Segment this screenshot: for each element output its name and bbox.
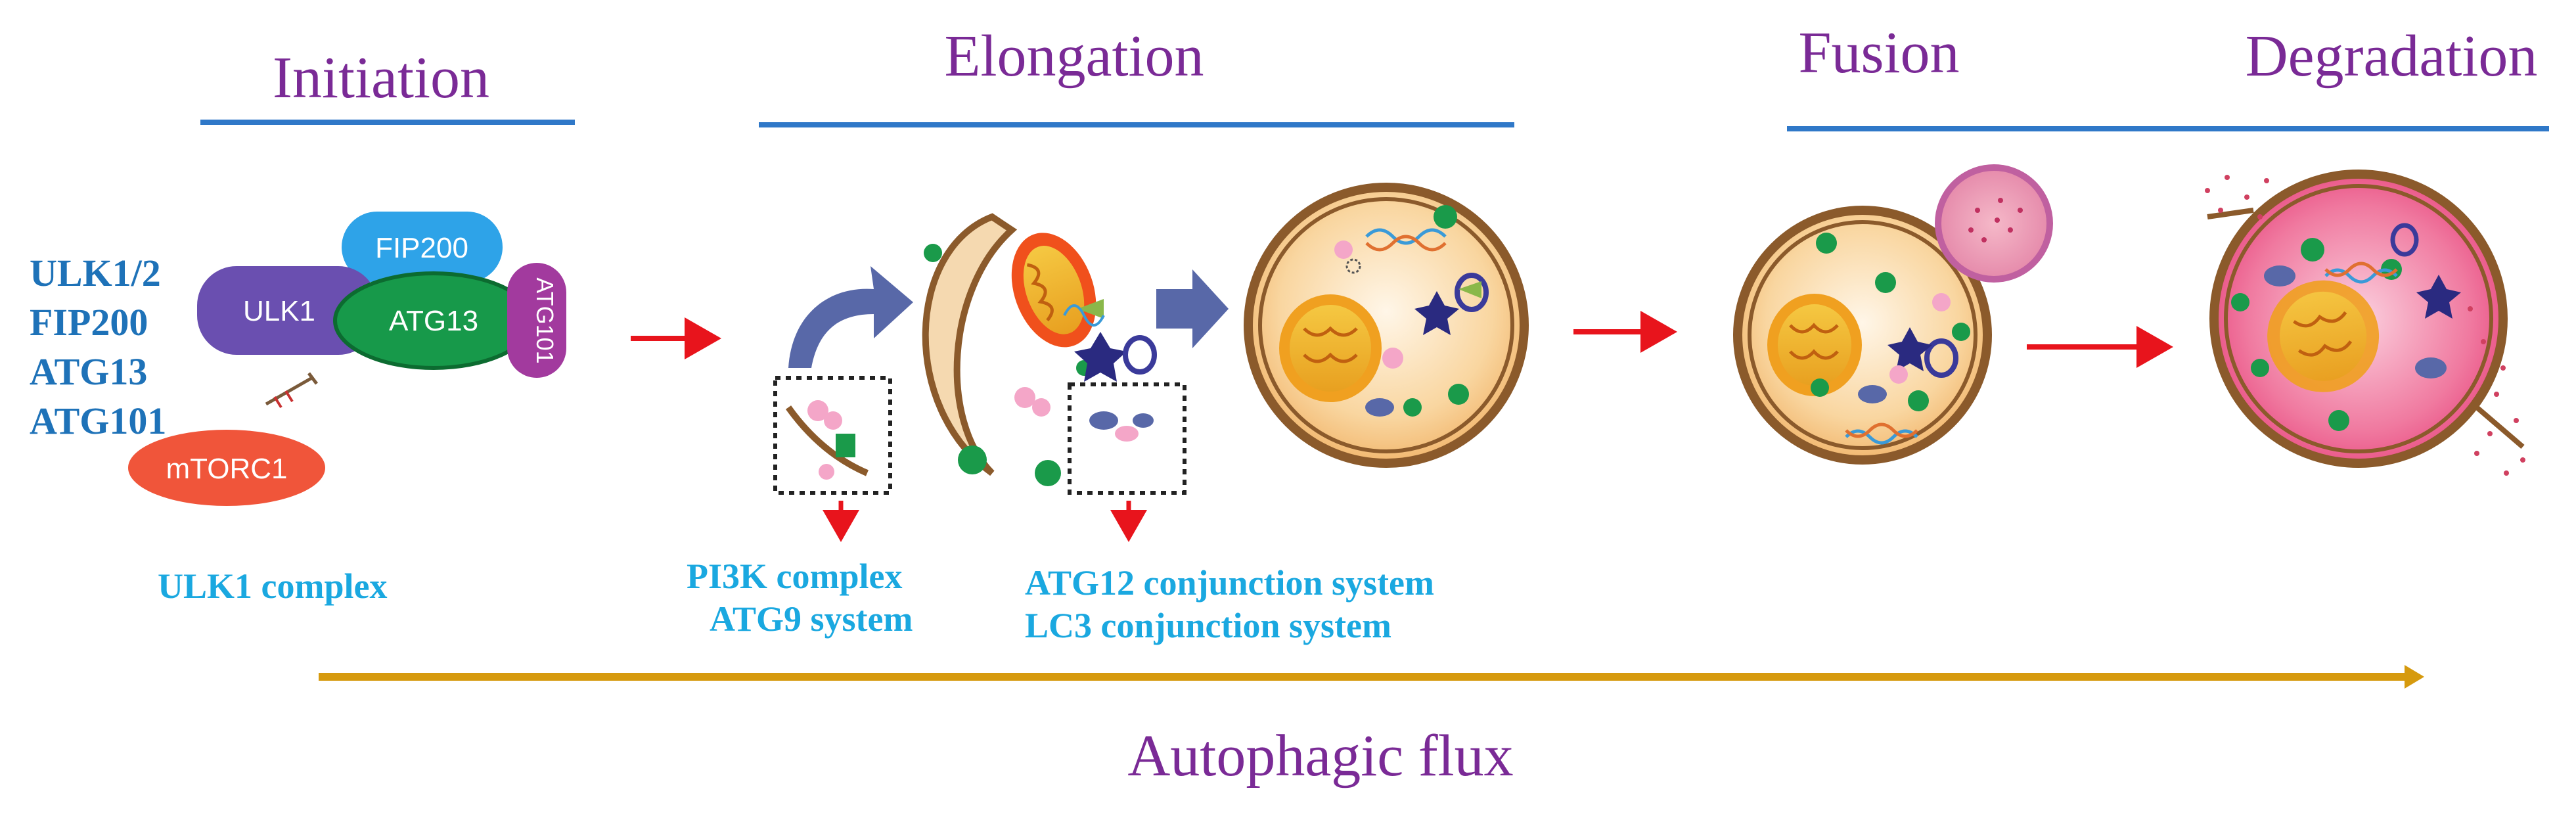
mtorc1-ellipse-label: mTORC1 xyxy=(166,453,288,485)
inset-box-atg12 xyxy=(1068,382,1186,495)
mitochondrion xyxy=(1011,233,1096,348)
degradation-autolysosome xyxy=(2205,170,2525,476)
component-ulk12: ULK1/2 xyxy=(30,252,161,294)
stage-title-initiation: Initiation xyxy=(273,45,489,110)
curved-arrow xyxy=(788,266,913,368)
atg13-ellipse-label: ATG13 xyxy=(389,305,478,337)
ulk1-pill xyxy=(197,266,378,355)
atg101-pill-label: ATG101 xyxy=(531,277,558,363)
ulk1-pill-label: ULK1 xyxy=(243,295,315,327)
block-arrow xyxy=(1156,269,1229,348)
phagophore-illustration xyxy=(773,213,1229,495)
stage-title-degradation: Degradation xyxy=(2246,24,2538,89)
mtorc1-ellipse xyxy=(128,430,325,506)
lc3-system-label: LC3 conjunction system xyxy=(1025,606,1391,645)
atg12-system-label: ATG12 conjunction system xyxy=(1025,563,1434,603)
autophagic-flux-label: Autophagic flux xyxy=(1127,723,1513,788)
autophagosome xyxy=(1244,183,1529,468)
stage-title-fusion: Fusion xyxy=(1798,20,1959,85)
lysosome xyxy=(1935,164,2053,283)
component-atg101: ATG101 xyxy=(30,400,166,442)
fip200-pill xyxy=(342,212,503,283)
fip200-pill-label: FIP200 xyxy=(375,232,468,264)
atg101-pill xyxy=(507,263,566,378)
ulk1-complex-illustration: FIP200 ULK1 ATG13 ATG101 mTORC1 xyxy=(128,212,566,506)
atg9-system-label: ATG9 system xyxy=(710,599,913,639)
component-atg13: ATG13 xyxy=(30,350,147,393)
phagophore-membrane xyxy=(922,213,1018,476)
component-fip200: FIP200 xyxy=(30,301,148,344)
pi3k-complex-label: PI3K complex xyxy=(687,557,902,596)
fusion-autophagosome xyxy=(1733,206,1992,465)
autophagic-flux-arrow xyxy=(319,665,2424,689)
inhibition-symbol xyxy=(265,372,318,409)
ulk1-complex-label: ULK1 complex xyxy=(158,566,387,606)
stage-title-elongation: Elongation xyxy=(945,24,1204,89)
inset-box-pi3k xyxy=(773,376,892,495)
